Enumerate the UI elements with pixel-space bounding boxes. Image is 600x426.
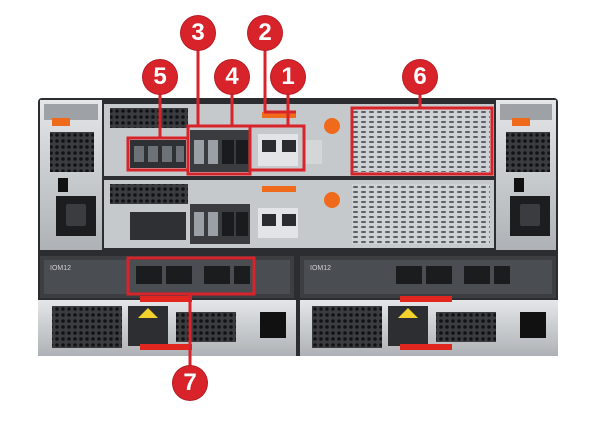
callout-3: 3 bbox=[181, 16, 215, 50]
controller-upper bbox=[104, 104, 494, 176]
callout-2: 2 bbox=[248, 16, 282, 50]
callout-1: 1 bbox=[271, 60, 305, 94]
callout-5: 5 bbox=[143, 60, 177, 94]
bottom-power-supplies bbox=[38, 296, 558, 356]
callout-7: 7 bbox=[173, 366, 207, 400]
iom-row: IOM12 IOM12 bbox=[40, 256, 556, 298]
highlight-box-1-2 bbox=[248, 124, 306, 172]
highlight-boxes bbox=[126, 106, 494, 296]
iom-left-label: IOM12 bbox=[50, 265, 71, 272]
iom-right-label: IOM12 bbox=[310, 265, 331, 272]
highlight-box-6 bbox=[350, 106, 494, 176]
callout-6: 6 bbox=[403, 60, 437, 94]
controller-lower bbox=[104, 180, 494, 248]
callout-4: 4 bbox=[215, 60, 249, 94]
left-power-supply bbox=[40, 100, 102, 250]
right-power-supply bbox=[496, 100, 556, 250]
leader-lines bbox=[158, 48, 422, 368]
